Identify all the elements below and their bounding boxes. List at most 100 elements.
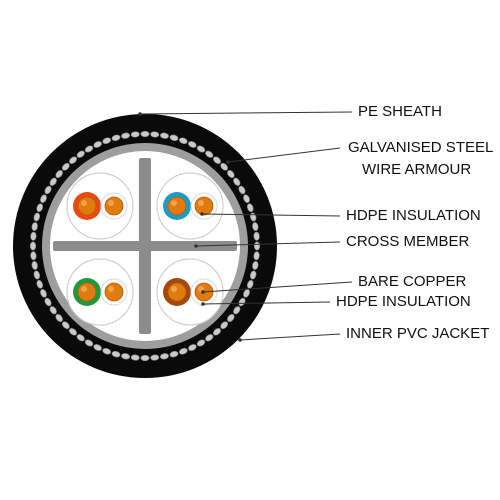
copper-highlight	[108, 286, 114, 292]
bare-copper-conductor	[194, 196, 214, 216]
armour-wire	[188, 141, 197, 148]
armour-wire	[159, 353, 169, 360]
armour-wire	[252, 222, 259, 232]
brown-pair	[156, 258, 224, 326]
armour-wire	[76, 150, 85, 158]
bare-copper-conductor	[104, 282, 124, 302]
armour-wire	[253, 251, 260, 261]
armour-wire	[169, 134, 179, 142]
cross-member	[53, 158, 237, 334]
blue-pair	[156, 172, 224, 240]
armour-wire	[102, 137, 112, 145]
label-hdpe-insulation-1: HDPE INSULATION	[346, 207, 481, 224]
leader-line	[227, 147, 341, 163]
armour-wire	[246, 203, 254, 213]
copper-highlight	[108, 200, 114, 206]
armour-wire	[93, 344, 102, 351]
armour-wire	[227, 314, 235, 322]
armour-wire-ring	[29, 130, 261, 362]
armour-wire	[69, 328, 77, 336]
bare-copper-conductor	[167, 282, 187, 302]
armour-wire	[31, 222, 38, 232]
armour-wire	[178, 137, 188, 145]
armour-wire	[30, 231, 37, 241]
armour-wire	[102, 347, 112, 355]
armour-wire	[246, 279, 254, 289]
armour-wire	[84, 145, 94, 153]
armour-wire	[111, 350, 121, 358]
label-line: INNER PVC JACKET	[346, 325, 489, 342]
copper-highlight	[198, 200, 204, 206]
armour-wire	[69, 156, 77, 164]
armour-wire	[253, 241, 261, 251]
armour-wire	[40, 289, 47, 298]
bare-copper-conductor	[167, 196, 187, 216]
orange-pair	[66, 172, 134, 240]
label-hdpe-insulation-2: HDPE INSULATION	[336, 293, 471, 310]
armour-wire	[220, 162, 229, 171]
armour-wire	[61, 162, 70, 171]
armour-wire	[121, 132, 131, 139]
bare-copper-conductor	[104, 196, 124, 216]
armour-wire	[243, 194, 250, 203]
armour-wire	[238, 185, 246, 195]
label-galvanised-steel-wire-armour: GALVANISED STEEL WIRE ARMOUR	[348, 139, 493, 178]
leader-line	[195, 241, 341, 247]
cross-member-horizontal	[53, 241, 237, 251]
armour-wire	[253, 231, 260, 241]
armour-wire	[213, 156, 221, 164]
armour-wire	[93, 141, 102, 148]
armour-wire	[31, 260, 38, 270]
armour-wire	[33, 270, 41, 280]
leader-line	[239, 333, 341, 341]
label-cross-member: CROSS MEMBER	[346, 233, 470, 250]
label-line: PE SHEATH	[358, 103, 442, 120]
copper-highlight	[171, 286, 177, 292]
armour-wire	[220, 321, 229, 330]
green-pair	[66, 258, 134, 326]
copper-highlight	[81, 200, 87, 206]
armour-wire	[84, 339, 94, 347]
armour-wire	[55, 170, 63, 178]
armour-wire	[111, 134, 121, 142]
armour-wire	[36, 203, 44, 213]
armour-wire	[49, 177, 57, 186]
label-inner-pvc-jacket: INNER PVC JACKET	[346, 325, 489, 342]
armour-wire	[252, 260, 259, 270]
armour-wire	[44, 297, 52, 307]
label-bare-copper: BARE COPPER	[358, 273, 467, 290]
armour-wire	[49, 306, 57, 315]
armour-wire	[233, 306, 241, 315]
armour-wire	[178, 347, 188, 355]
armour-wire	[29, 241, 37, 251]
callout-labels: PE SHEATH GALVANISED STEEL WIRE ARMOUR HDPE…	[336, 103, 493, 342]
armour-wire	[76, 334, 85, 342]
armour-wire	[205, 334, 214, 342]
armour-wire	[130, 131, 140, 138]
armour-wire	[249, 270, 257, 280]
bare-copper-conductor	[77, 196, 97, 216]
armour-wire	[196, 339, 206, 347]
armour-wire	[150, 354, 160, 361]
armour-wire	[169, 350, 179, 358]
armour-wire	[33, 212, 41, 222]
leader-line	[202, 301, 331, 305]
leader-line	[202, 281, 353, 293]
label-line: BARE COPPER	[358, 273, 467, 290]
copper-highlight	[81, 286, 87, 292]
armour-wire	[140, 130, 150, 138]
label-line: GALVANISED STEEL	[348, 139, 493, 156]
armour-wire	[150, 131, 160, 138]
armour-wire	[140, 354, 150, 362]
label-line: WIRE ARMOUR	[362, 161, 471, 178]
armour-wire	[188, 344, 197, 351]
label-pe-sheath: PE SHEATH	[358, 103, 442, 120]
armour-wire	[233, 177, 241, 186]
cable-cross-section	[13, 114, 277, 378]
bare-copper-conductor	[77, 282, 97, 302]
armour-wire	[205, 150, 214, 158]
leader-lines	[138, 111, 353, 342]
armour-wire	[159, 132, 169, 139]
label-line: HDPE INSULATION	[346, 207, 481, 224]
